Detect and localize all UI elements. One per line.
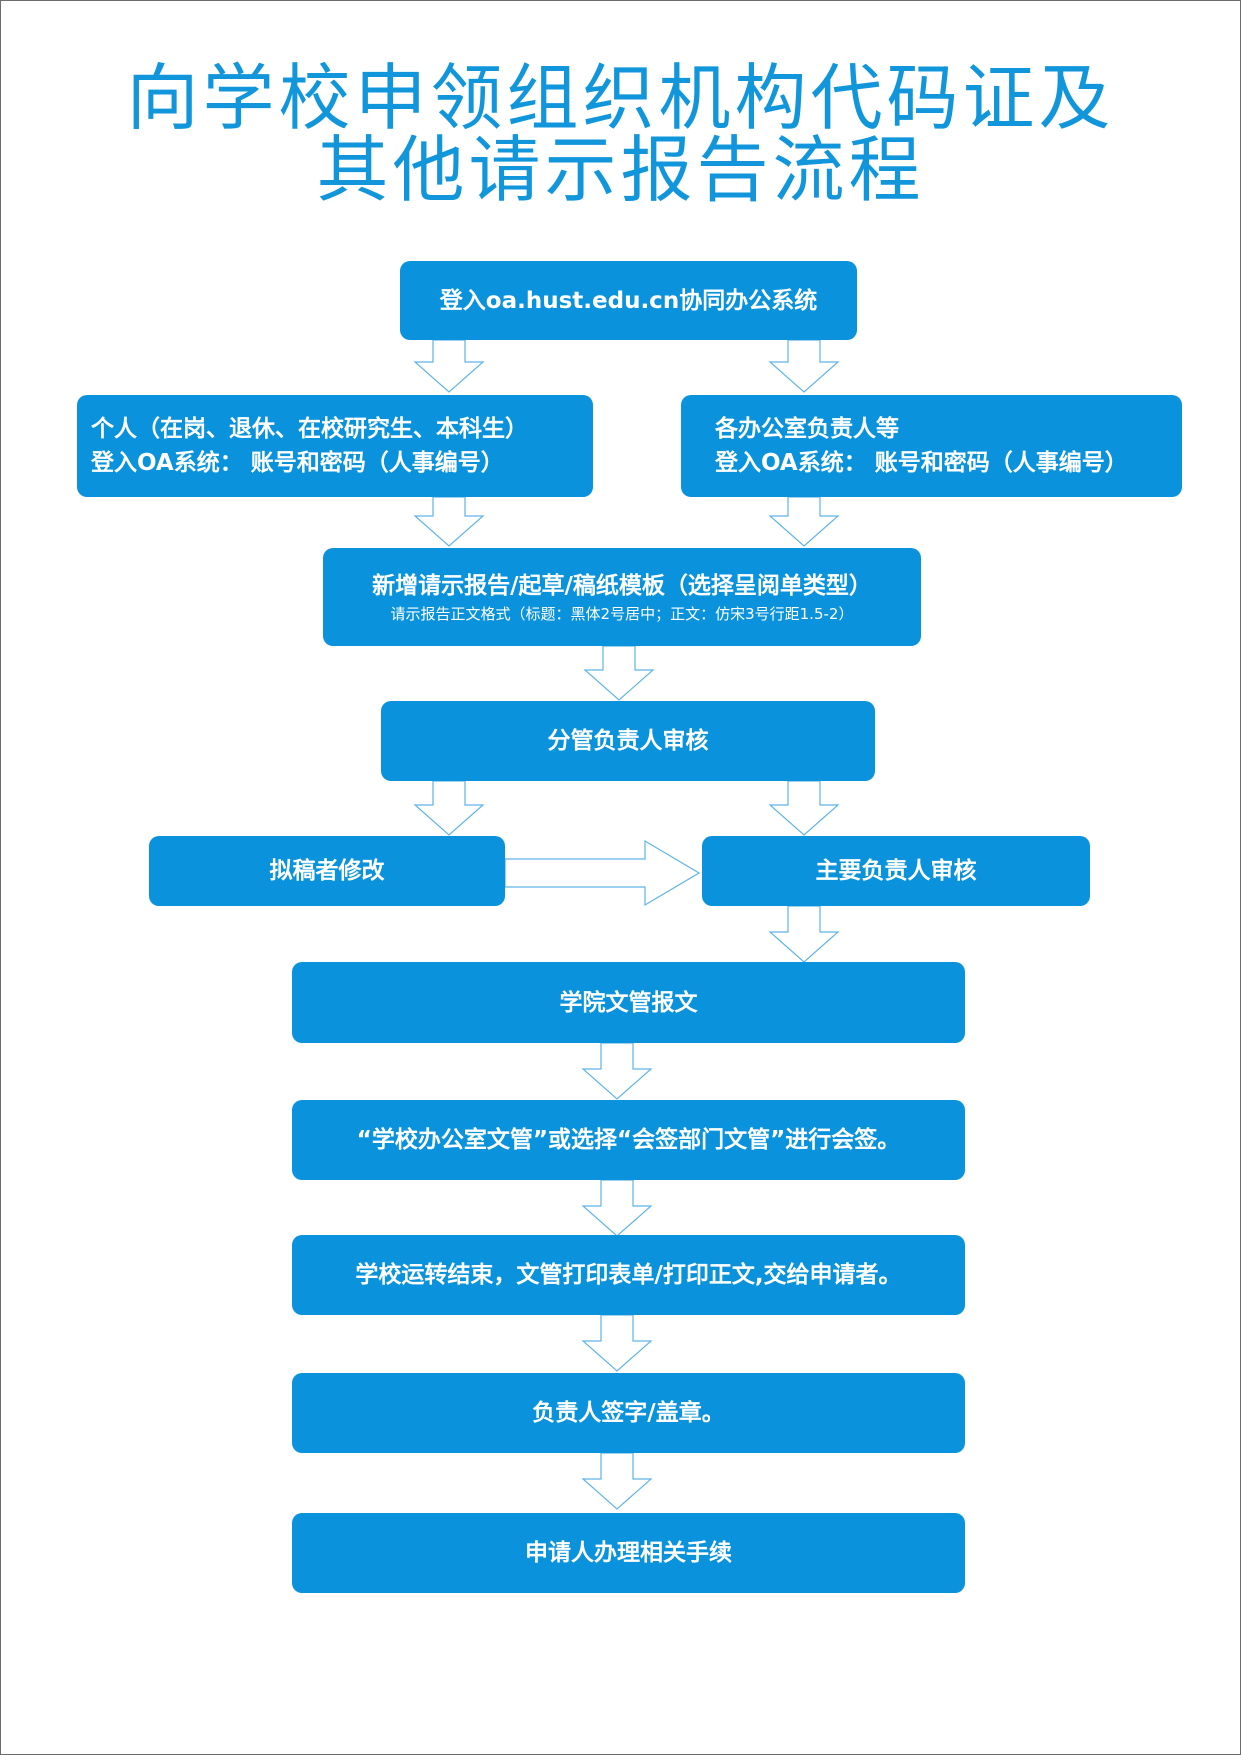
arrow-down-icon bbox=[581, 1314, 653, 1372]
step-sign-stamp-label: 负责人签字/盖章。 bbox=[532, 1400, 725, 1426]
arrow-down-icon bbox=[768, 496, 840, 547]
step-supervisor-review: 分管负责人审核 bbox=[381, 701, 875, 781]
title-line-2: 其他请示报告流程 bbox=[316, 128, 925, 212]
arrow-down-icon bbox=[768, 905, 840, 963]
step-principal-review: 主要负责人审核 bbox=[702, 836, 1090, 906]
step-print-label: 学校运转结束，文管打印表单/打印正文,交给申请者。 bbox=[355, 1262, 902, 1288]
step-individual-line-2: 登入OA系统： 账号和密码（人事编号） bbox=[91, 450, 504, 476]
step-sign-stamp: 负责人签字/盖章。 bbox=[292, 1373, 965, 1453]
arrow-down-icon bbox=[768, 780, 840, 836]
step-principal-review-label: 主要负责人审核 bbox=[815, 858, 977, 884]
arrow-down-icon bbox=[768, 339, 840, 393]
arrow-down-icon bbox=[413, 339, 485, 393]
step-individual-login: 个人（在岗、退休、在校研究生、本科生） 登入OA系统： 账号和密码（人事编号） bbox=[77, 395, 593, 497]
arrow-down-icon bbox=[413, 496, 485, 547]
arrow-down-icon bbox=[581, 1042, 653, 1100]
arrow-right-icon bbox=[504, 839, 701, 907]
step-countersign: “学校办公室文管”或选择“会签部门文管”进行会签。 bbox=[292, 1100, 965, 1180]
arrow-down-icon bbox=[581, 1452, 653, 1510]
step-office-line-1: 各办公室负责人等 bbox=[715, 416, 899, 442]
step-draft-line-1: 新增请示报告/起草/稿纸模板（选择呈阅单类型） bbox=[372, 573, 872, 599]
arrow-down-icon bbox=[583, 645, 655, 701]
step-procedures: 申请人办理相关手续 bbox=[292, 1513, 965, 1593]
arrow-down-icon bbox=[581, 1179, 653, 1237]
step-drafter-revise-label: 拟稿者修改 bbox=[269, 858, 385, 884]
step-individual-line-1: 个人（在岗、退休、在校研究生、本科生） bbox=[91, 416, 528, 442]
step-draft-line-2: 请示报告正文格式（标题：黑体2号居中；正文：仿宋3号行距1.5-2） bbox=[390, 605, 854, 623]
title-line-1: 向学校申领组织机构代码证及 bbox=[126, 56, 1115, 140]
step-office-login: 各办公室负责人等 登入OA系统： 账号和密码（人事编号） bbox=[681, 395, 1182, 497]
step-print: 学校运转结束，文管打印表单/打印正文,交给申请者。 bbox=[292, 1235, 965, 1315]
step-supervisor-review-label: 分管负责人审核 bbox=[547, 728, 709, 754]
step-office-line-2: 登入OA系统： 账号和密码（人事编号） bbox=[715, 450, 1128, 476]
step-countersign-label: “学校办公室文管”或选择“会签部门文管”进行会签。 bbox=[356, 1127, 901, 1153]
step-procedures-label: 申请人办理相关手续 bbox=[525, 1540, 732, 1566]
step-draft-report: 新增请示报告/起草/稿纸模板（选择呈阅单类型） 请示报告正文格式（标题：黑体2号… bbox=[323, 548, 921, 646]
arrow-down-icon bbox=[413, 780, 485, 836]
step-college-submit: 学院文管报文 bbox=[292, 962, 965, 1043]
step-login-label: 登入oa.hust.edu.cn协同办公系统 bbox=[439, 287, 818, 314]
step-college-submit-label: 学院文管报文 bbox=[559, 989, 698, 1016]
step-login: 登入oa.hust.edu.cn协同办公系统 bbox=[400, 261, 857, 340]
step-drafter-revise: 拟稿者修改 bbox=[149, 836, 505, 906]
